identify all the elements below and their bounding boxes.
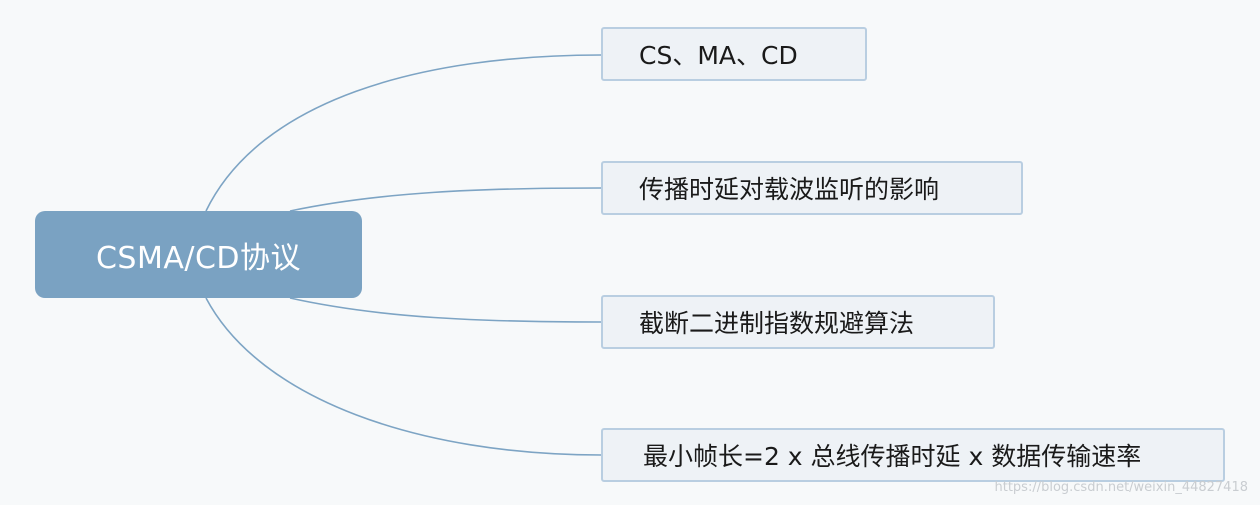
child-node-label: 传播时延对载波监听的影响 <box>639 175 940 204</box>
child-node-cs-ma-cd[interactable]: CS、MA、CD <box>601 27 867 81</box>
connector-to-node-3 <box>289 297 602 323</box>
child-node-propagation-delay[interactable]: 传播时延对载波监听的影响 <box>601 161 1023 215</box>
child-node-label: CS、MA、CD <box>639 41 798 70</box>
connector-to-node-1 <box>205 54 602 212</box>
root-node-label: CSMA/CD协议 <box>95 240 302 276</box>
child-node-label: 最小帧长=2 x 总线传播时延 x 数据传输速率 <box>643 442 1142 471</box>
connector-to-node-2 <box>289 187 602 212</box>
child-node-label: 截断二进制指数规避算法 <box>639 309 915 338</box>
child-node-min-frame-length[interactable]: 最小帧长=2 x 总线传播时延 x 数据传输速率 <box>601 428 1225 482</box>
child-node-backoff-algorithm[interactable]: 截断二进制指数规避算法 <box>601 295 995 349</box>
connector-to-node-4 <box>205 297 602 456</box>
watermark: https://blog.csdn.net/weixin_44827418 <box>994 480 1248 495</box>
root-node[interactable]: CSMA/CD协议 <box>35 211 362 298</box>
